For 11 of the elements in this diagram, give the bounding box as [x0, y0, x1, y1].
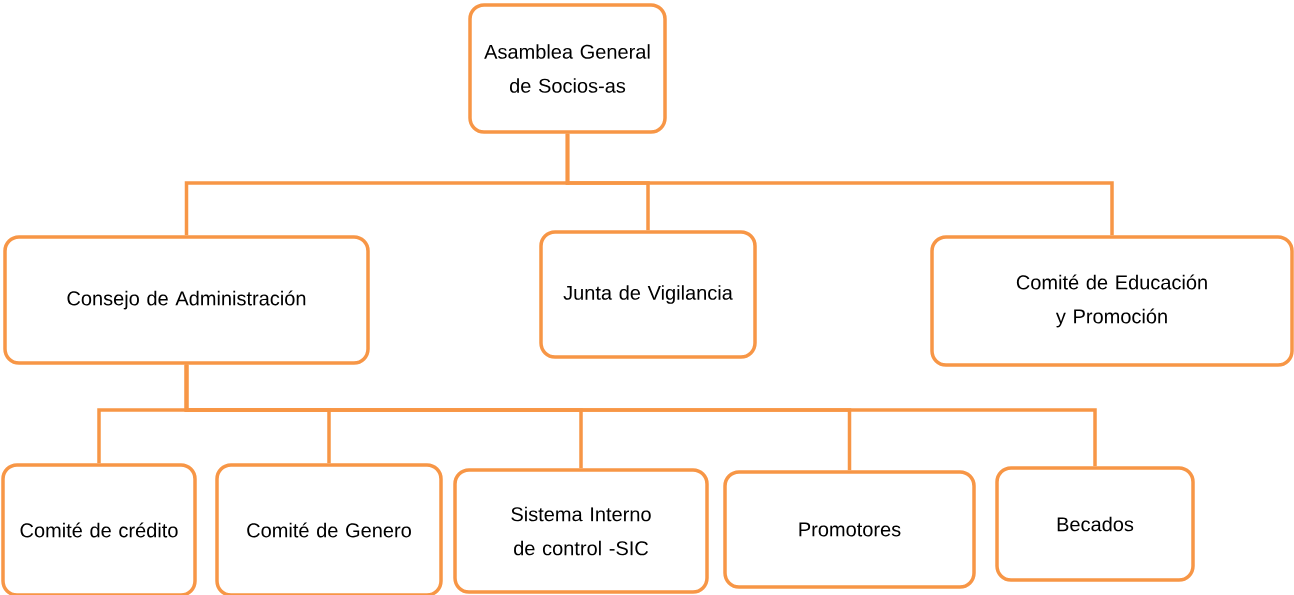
org-box: Comité de crédito [1, 463, 197, 595]
org-box: Asamblea General de Socios-as [468, 3, 667, 134]
org-box: Comité de Genero [215, 463, 443, 595]
org-box: Consejo de Administración [3, 235, 370, 365]
org-box: Comité de Educación y Promoción [930, 235, 1294, 367]
connector-line [565, 133, 1114, 236]
org-box: Promotores [723, 470, 976, 589]
connector-line [184, 364, 1097, 467]
org-box: Junta de Vigilancia [539, 230, 757, 359]
org-box: Sistema Interno de control -SIC [453, 468, 709, 594]
org-box: Becados [995, 466, 1195, 582]
